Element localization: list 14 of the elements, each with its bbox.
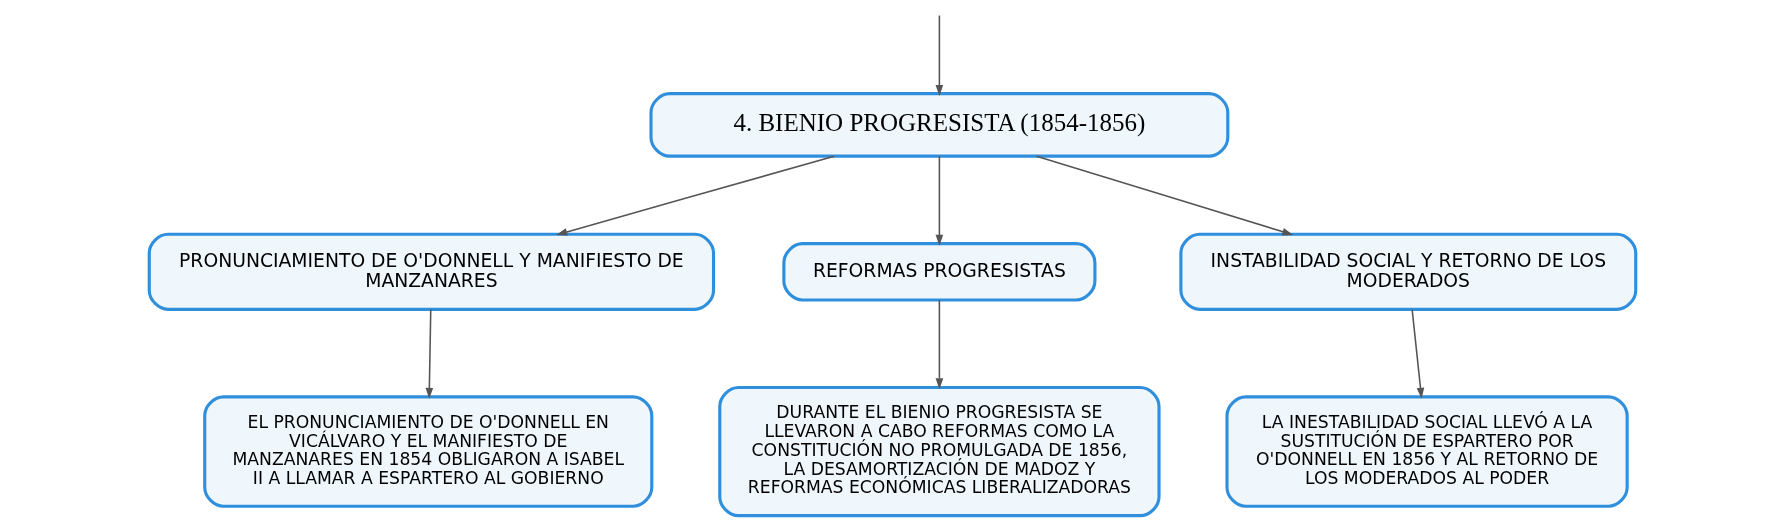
arrow bbox=[425, 308, 434, 399]
arrow bbox=[935, 14, 944, 96]
node-box: DURANTE EL BIENIO PROGRESISTA SE LLEVARON A CABO REFORMAS COMO LA CONSTITUCIÓN NO PROMULGADA DE 1856, LA DESAMORTIZACIÓN DE MADOZ Y REFORMAS ECONÓMICAS LIBERALIZADORAS bbox=[718, 385, 1161, 518]
node-box: PRONUNCIAMIENTO DE O'DONNELL Y MANIFIESTO DE MANZANARES bbox=[147, 232, 716, 311]
arrow bbox=[1411, 308, 1425, 399]
node-box: 4. BIENIO PROGRESISTA (1854-1856) bbox=[649, 92, 1230, 158]
node-box: LA INESTABILIDAD SOCIAL LLEVÓ A LA SUSTITUCIÓN DE ESPARTERO POR O'DONNELL EN 1856 Y AL RETORNO DE LOS MODERADOS AL PODER bbox=[1225, 395, 1629, 508]
arrow bbox=[935, 299, 944, 390]
arrow bbox=[1035, 155, 1294, 236]
node-box: INSTABILIDAD SOCIAL Y RETORNO DE LOS MODERADOS bbox=[1179, 232, 1638, 311]
node-box: EL PRONUNCIAMIENTO DE O'DONNELL EN VICÁLVARO Y EL MANIFIESTO DE MANZANARES EN 1854 OBLIGARON A ISABEL II A LLAMAR A ESPARTERO AL GOBIERNO bbox=[203, 395, 654, 508]
node-box: REFORMAS PROGRESISTAS bbox=[782, 242, 1097, 302]
arrow bbox=[556, 155, 835, 236]
arrow bbox=[935, 155, 944, 246]
